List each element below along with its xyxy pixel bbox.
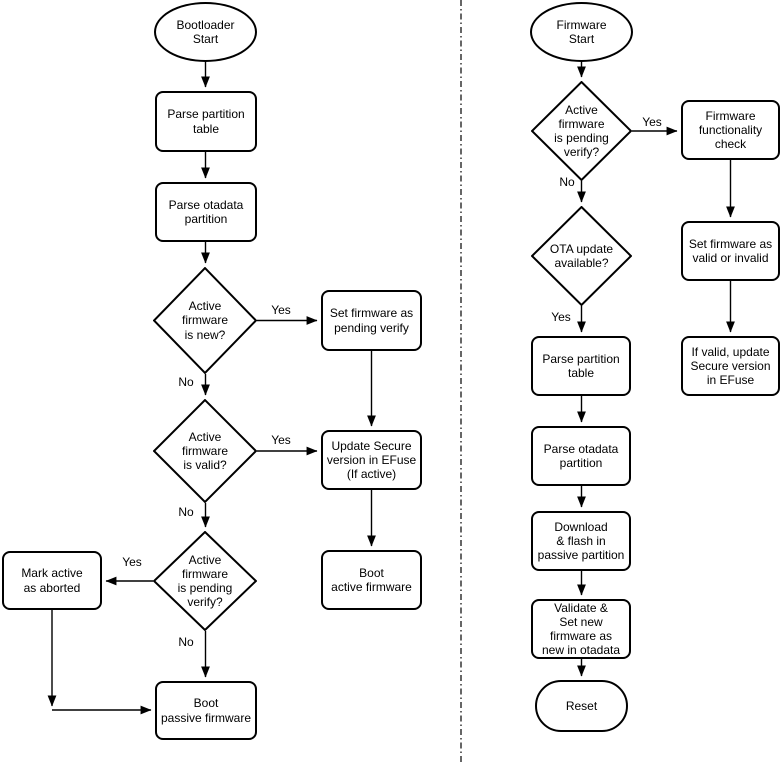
node-firmware-functionality-check: Firmware functionality check	[681, 100, 780, 160]
node-label: Set firmware as valid or invalid	[688, 236, 773, 265]
edge-label-yes: Yes	[271, 303, 291, 317]
diamond-shape	[531, 81, 632, 181]
node-label: Parse partition table	[542, 351, 620, 380]
node-label: Firmware functionality check	[698, 108, 763, 152]
node-label: Set firmware as pending verify	[329, 306, 414, 335]
node-download-flash-passive: Download & flash in passive partition	[531, 511, 631, 571]
node-label: OTA update available?	[549, 241, 614, 270]
node-parse-otadata-partition: Parse otadata partition	[155, 182, 257, 242]
node-label: Active firmware is pending verify?	[554, 102, 609, 160]
decision-ota-update-available: OTA update available?	[531, 206, 632, 306]
node-label: Mark active as aborted	[21, 566, 83, 595]
node-label: If valid, update Secure version in EFuse	[690, 344, 771, 388]
edge-label-no: No	[178, 505, 194, 519]
node-bootloader-start: Bootloader Start	[154, 2, 257, 62]
node-if-valid-update-secure: If valid, update Secure version in EFuse	[681, 336, 780, 396]
edge-label-no: No	[178, 635, 194, 649]
decision-active-firmware-pending-verify: Active firmware is pending verify?	[153, 531, 257, 631]
node-fw-parse-partition-table: Parse partition table	[531, 336, 631, 396]
node-label: Reset	[565, 698, 598, 713]
decision-active-firmware-valid: Active firmware is valid?	[153, 399, 257, 503]
decision-active-firmware-new: Active firmware is new?	[153, 267, 257, 374]
edge-label-no: No	[559, 175, 575, 189]
node-label: Parse otadata partition	[543, 441, 619, 470]
node-label: Active firmware is valid?	[181, 429, 228, 473]
edge-label-yes: Yes	[551, 310, 571, 324]
diamond-shape	[153, 531, 257, 631]
node-label: Parse otadata partition	[168, 197, 244, 226]
edge-label-yes: Yes	[642, 115, 662, 129]
edge-label-no: No	[178, 375, 194, 389]
node-firmware-start: Firmware Start	[530, 2, 633, 62]
node-label: Parse partition table	[167, 107, 245, 136]
node-label: Boot passive firmware	[160, 696, 252, 725]
diamond-shape	[153, 267, 257, 374]
node-label: Active firmware is new?	[181, 299, 228, 342]
node-label: Boot active firmware	[331, 565, 412, 594]
node-label: Active firmware is pending verify?	[177, 552, 233, 610]
node-validate-set-new: Validate & Set new firmware as new in ot…	[531, 599, 631, 659]
node-set-valid-or-invalid: Set firmware as valid or invalid	[681, 221, 780, 281]
edge-label-yes: Yes	[271, 433, 291, 447]
node-set-pending-verify: Set firmware as pending verify	[321, 290, 422, 351]
node-boot-active-firmware: Boot active firmware	[321, 550, 422, 610]
node-fw-parse-otadata-partition: Parse otadata partition	[531, 426, 631, 486]
diamond-shape	[153, 399, 257, 503]
node-label: Validate & Set new firmware as new in ot…	[541, 600, 621, 658]
node-label: Update Secure version in EFuse (If activ…	[326, 438, 417, 482]
node-label: Firmware Start	[556, 17, 607, 46]
node-label: Download & flash in passive partition	[537, 519, 625, 563]
node-boot-passive-firmware: Boot passive firmware	[155, 681, 257, 740]
decision-fw-pending-verify: Active firmware is pending verify?	[531, 81, 632, 181]
node-label: Bootloader Start	[176, 17, 235, 46]
node-update-secure-version: Update Secure version in EFuse (If activ…	[321, 430, 422, 490]
node-reset: Reset	[535, 680, 628, 732]
node-mark-active-aborted: Mark active as aborted	[2, 551, 102, 610]
diamond-shape	[531, 206, 632, 306]
node-parse-partition-table: Parse partition table	[155, 91, 257, 152]
edge-label-yes: Yes	[122, 555, 142, 569]
